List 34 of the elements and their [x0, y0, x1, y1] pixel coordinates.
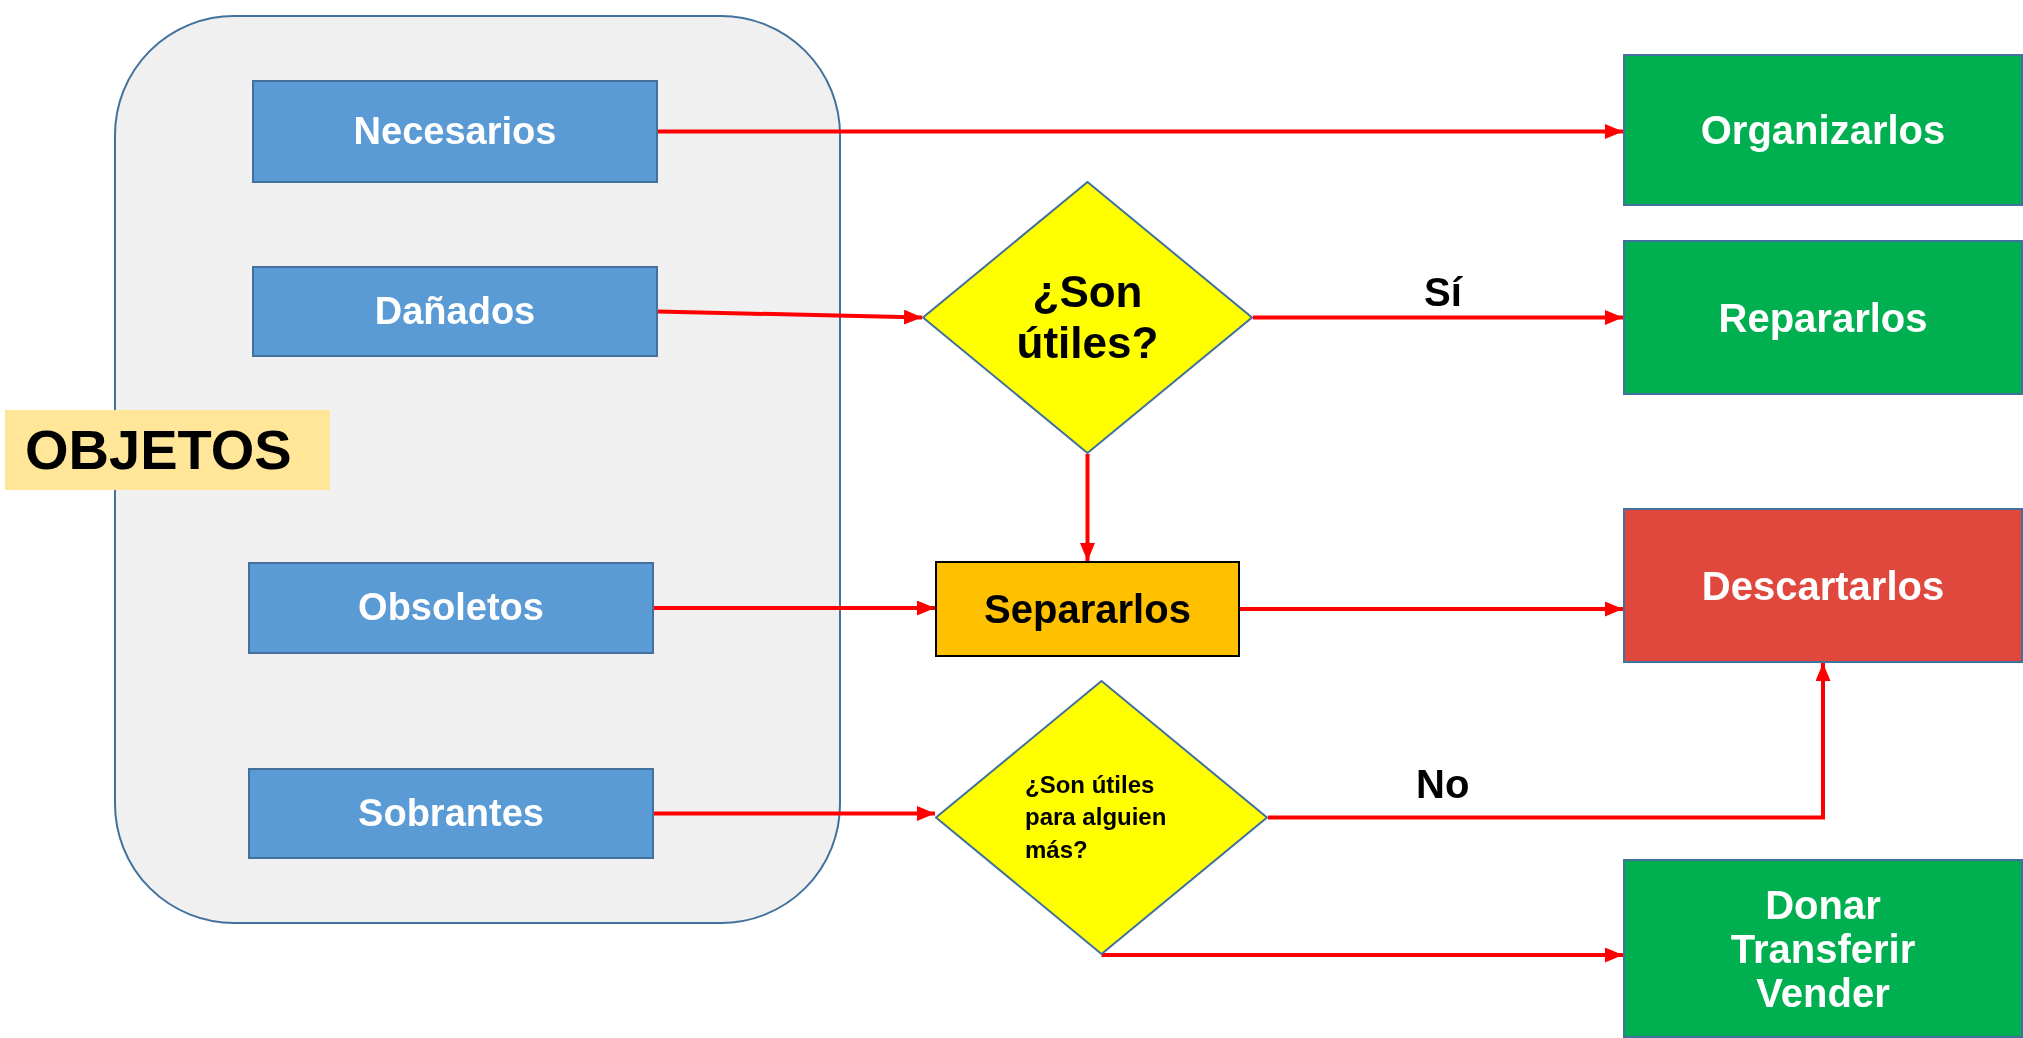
box-label: Repararlos [1718, 295, 1928, 340]
box-label: Descartarlos [1701, 563, 1945, 608]
decision-question: ¿Son útiles? [1015, 266, 1160, 369]
box-label: Separarlos [984, 587, 1191, 631]
arrow [1080, 454, 1095, 561]
arrow [1253, 310, 1623, 325]
box-label: Vender [1756, 970, 1890, 1015]
process-box [252, 80, 658, 183]
box-label: Transferir [1730, 926, 1916, 971]
arrow [657, 309, 923, 325]
box-label: Necesarios [353, 110, 557, 153]
decision-diamond [935, 680, 1268, 955]
decision-diamond [922, 181, 1253, 454]
arrow [1268, 663, 1831, 820]
arrow [658, 124, 1623, 139]
process-box [248, 562, 654, 654]
result-box [1623, 508, 2023, 663]
box-label: Dañados [374, 290, 536, 333]
box-label: Donar [1765, 882, 1881, 927]
arrow [654, 600, 935, 616]
result-box [1623, 240, 2023, 395]
process-box [252, 266, 658, 357]
box-label: Organizarlos [1700, 108, 1946, 152]
arrow [1240, 601, 1623, 617]
result-box [1623, 859, 2023, 1038]
box-label: Sobrantes [358, 792, 544, 835]
decision-question: ¿Son útiles para alguien más? [1025, 769, 1168, 865]
process-box [248, 768, 654, 859]
arrow [1101, 947, 1623, 963]
box-label: Obsoletos [358, 587, 544, 629]
process-box [935, 561, 1240, 657]
arrow [654, 806, 935, 821]
result-box [1623, 54, 2023, 206]
group-title: OBJETOS [5, 410, 330, 491]
